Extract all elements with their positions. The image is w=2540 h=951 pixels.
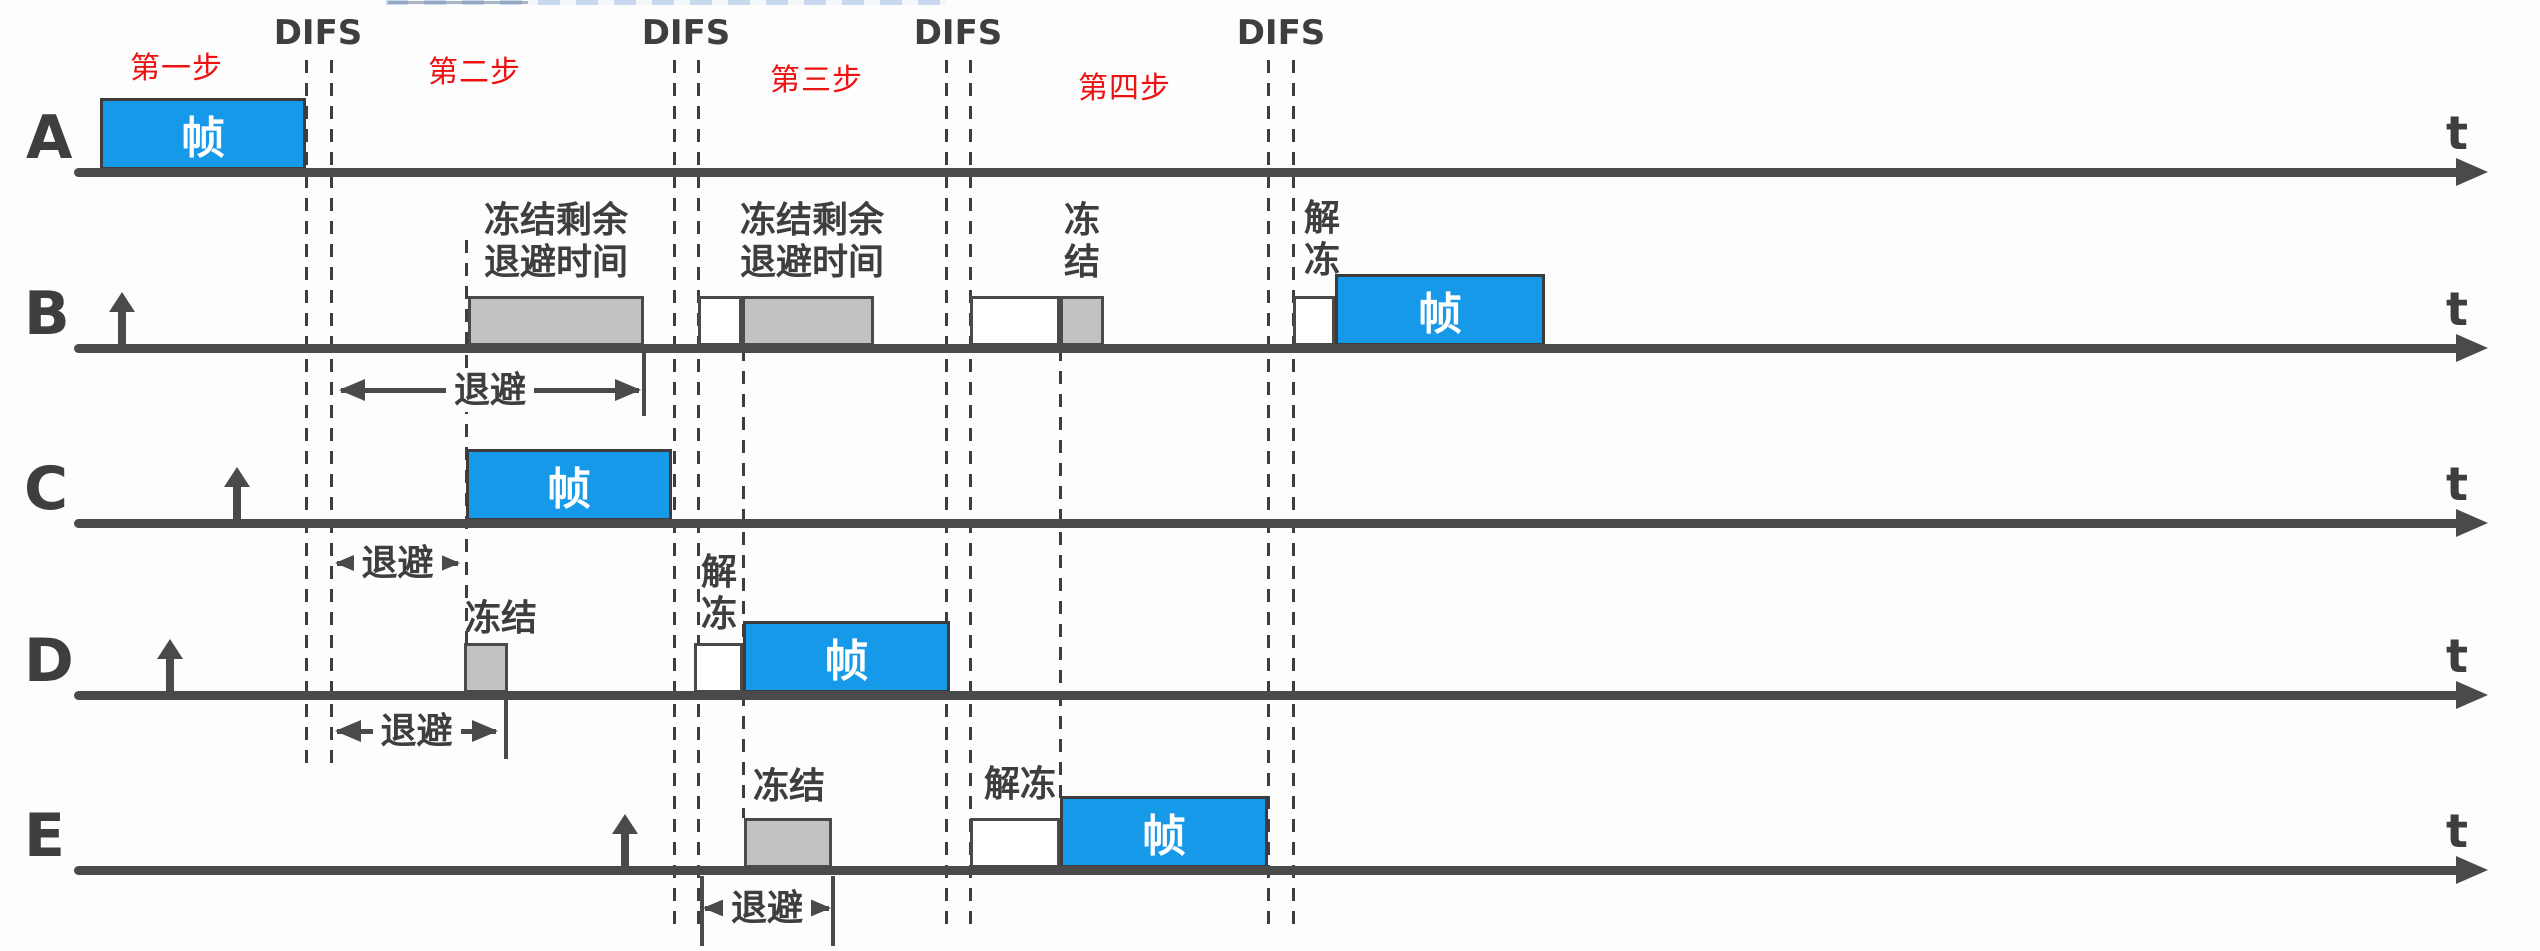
c-backoff-text: 退避 — [353, 542, 442, 586]
b-freeze-box-2 — [742, 296, 874, 346]
d-freeze-label: 冻结 — [464, 598, 537, 639]
difs-label-4: DIFS — [1236, 13, 1326, 53]
b-arrival-arrow — [107, 292, 137, 348]
d-frame-start-dash — [742, 348, 745, 818]
station-d-label: D — [24, 626, 74, 696]
timeline-a-arrowhead — [2456, 158, 2488, 186]
e-freeze-label: 冻结 — [752, 766, 825, 807]
t-label-a: t — [2446, 106, 2468, 160]
t-label-b: t — [2446, 282, 2468, 336]
d-unfreeze-label-vertical: 解 冻 — [700, 552, 737, 636]
t-label-e: t — [2446, 804, 2468, 858]
e-backoff-arrowhead-left — [703, 897, 729, 919]
timeline-c-arrowhead — [2456, 509, 2488, 537]
d-countdown-box — [694, 643, 743, 693]
e-arrival-arrow-stem — [621, 830, 629, 870]
d-backoff-span: 退避 — [335, 710, 498, 754]
step-2-label: 第二步 — [428, 55, 521, 90]
b-freeze-remaining-label-2: 冻结剩余 退避时间 — [739, 200, 884, 284]
b-countdown-box-3 — [1293, 296, 1335, 346]
b-freeze-label-vertical: 冻 结 — [1063, 200, 1100, 284]
difs-label-2: DIFS — [641, 13, 731, 53]
frame-d: 帧 — [743, 621, 950, 693]
timeline-b — [74, 344, 2462, 353]
e-frame-start-dash — [1059, 348, 1062, 798]
c-arrival-arrow-stem — [233, 483, 241, 523]
timeline-b-arrowhead — [2456, 334, 2488, 362]
e-arrival-arrow — [610, 814, 640, 870]
b-backoff-arrowhead-right — [615, 379, 641, 401]
difs4-dash-right — [1292, 60, 1295, 926]
e-backoff-text: 退避 — [722, 887, 812, 931]
frame-b-text: 帧 — [1418, 289, 1462, 340]
e-backoff-span: 退避 — [703, 887, 831, 931]
difs-label-1: DIFS — [273, 13, 363, 53]
timeline-d — [74, 691, 2462, 700]
e-backoff-arrowhead-right — [805, 897, 831, 919]
b-backoff-span: 退避 — [339, 369, 641, 413]
difs3-dash-right — [969, 60, 972, 926]
difs2-dash-left — [673, 60, 676, 926]
d-backoff-text: 退避 — [372, 710, 461, 754]
step-1-label: 第一步 — [130, 51, 223, 86]
e-arrival-arrow-head — [612, 814, 638, 834]
timeline-e — [74, 866, 2462, 875]
timeline-e-arrowhead — [2456, 856, 2488, 884]
d-backoff-end-tick — [504, 697, 508, 759]
b-countdown-box-2 — [970, 296, 1060, 346]
step-4-label: 第四步 — [1078, 71, 1171, 106]
frame-d-text: 帧 — [824, 636, 869, 687]
station-c-label: C — [24, 454, 69, 524]
d-arrival-arrow-stem — [166, 655, 174, 695]
d-backoff-arrowhead-right — [472, 720, 498, 742]
e-backoff-end-tick — [831, 876, 835, 946]
station-e-label: E — [24, 801, 65, 871]
difs1-dash-left — [305, 60, 308, 765]
difs-label-3: DIFS — [913, 13, 1003, 53]
e-countdown-box — [970, 818, 1060, 868]
b-arrival-arrow-head — [109, 292, 135, 312]
station-b-label: B — [24, 279, 70, 349]
frame-a: 帧 — [100, 98, 306, 170]
timeline-c — [74, 519, 2462, 528]
c-arrival-arrow — [222, 467, 252, 523]
c-frame-start-dash — [465, 240, 468, 645]
d-arrival-arrow — [155, 639, 185, 695]
b-backoff-arrowhead-left — [339, 379, 365, 401]
d-backoff-arrowhead-left — [335, 720, 361, 742]
d-freeze-box — [464, 643, 508, 693]
d-arrival-arrow-head — [157, 639, 183, 659]
frame-b: 帧 — [1335, 274, 1545, 346]
b-backoff-end-tick — [642, 350, 646, 416]
station-a-label: A — [26, 103, 73, 173]
b-unfreeze-label-vertical: 解 冻 — [1303, 198, 1340, 282]
b-freeze-box-3 — [1060, 296, 1104, 346]
b-countdown-box-1 — [698, 296, 742, 346]
c-backoff-span: 退避 — [335, 542, 460, 586]
difs1-dash-right — [330, 60, 333, 765]
frame-e: 帧 — [1060, 796, 1268, 868]
timeline-a — [74, 168, 2462, 177]
b-freeze-remaining-label-1: 冻结剩余 退避时间 — [483, 200, 628, 284]
frame-c-text: 帧 — [547, 464, 591, 515]
step-3-label: 第三步 — [770, 63, 863, 98]
t-label-c: t — [2446, 457, 2468, 511]
t-label-d: t — [2446, 629, 2468, 683]
cropped-title-artifact-dark — [388, 1, 528, 4]
b-freeze-box-1 — [468, 296, 644, 346]
difs2-dash-right — [697, 60, 700, 926]
e-freeze-box — [744, 818, 832, 868]
cropped-title-artifact — [386, 0, 946, 5]
frame-e-text: 帧 — [1142, 811, 1186, 862]
e-unfreeze-label: 解冻 — [983, 764, 1056, 805]
b-arrival-arrow-stem — [118, 308, 126, 348]
b-backoff-text: 退避 — [445, 369, 535, 413]
timeline-d-arrowhead — [2456, 681, 2488, 709]
c-arrival-arrow-head — [224, 467, 250, 487]
difs3-dash-left — [945, 60, 948, 926]
difs4-dash-left — [1267, 60, 1270, 926]
frame-c: 帧 — [466, 449, 672, 521]
frame-a-text: 帧 — [181, 113, 225, 164]
e-backoff-start-tick — [700, 876, 704, 946]
